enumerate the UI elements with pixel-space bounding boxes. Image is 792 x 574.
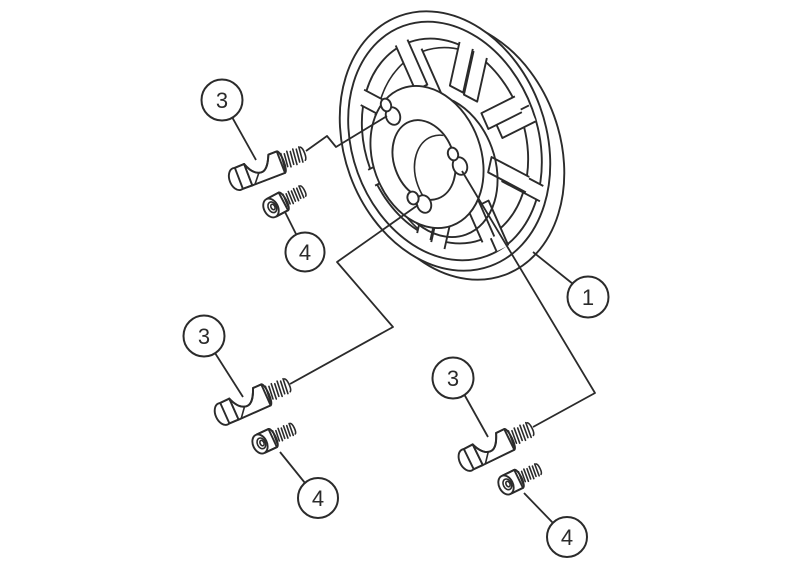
balloon-3-middle: 3 — [184, 316, 225, 357]
balloon-3-bottom: 3 — [433, 358, 474, 399]
socket-screw-top — [259, 180, 311, 222]
leader-clamp-middle-to-hole — [290, 205, 418, 384]
balloon-3-top-label: 3 — [216, 88, 228, 113]
leader-balloon-4-bottom — [524, 493, 553, 523]
bore-back-edge — [404, 126, 488, 224]
balloon-4-middle: 4 — [298, 478, 338, 518]
balloon-1-wheel: 1 — [568, 277, 609, 318]
leader-balloon-4-middle — [280, 452, 305, 483]
socket-screw-middle — [248, 417, 300, 457]
leader-balloon-1 — [533, 252, 573, 284]
rim-chamfer-edge — [316, 0, 574, 288]
leader-clamp-bottom-to-hole — [462, 171, 595, 427]
leader-balloon-3-top — [232, 117, 256, 160]
balloon-4-bottom: 4 — [547, 517, 587, 557]
balloon-4-middle-label: 4 — [312, 486, 324, 511]
leader-balloon-4-top — [285, 212, 296, 234]
clamp-pin-top — [224, 141, 310, 194]
leader-balloon-3-middle — [215, 353, 243, 397]
leader-clamp-top-to-hole — [306, 116, 387, 151]
balloon-3-top: 3 — [202, 80, 243, 121]
leader-balloon-3-bottom — [464, 394, 488, 437]
handwheel — [305, 0, 600, 313]
socket-screw-bottom — [494, 458, 546, 499]
balloon-4-top: 4 — [286, 233, 325, 272]
balloon-3-bottom-label: 3 — [447, 366, 459, 391]
clamp-pin-middle — [210, 373, 295, 429]
clamp-hole-top — [379, 97, 403, 127]
balloon-1-label: 1 — [582, 285, 594, 310]
clamp-hole-right — [446, 146, 470, 177]
clamp-hole-bottom — [406, 190, 434, 215]
balloon-4-top-label: 4 — [299, 240, 311, 265]
balloon-3-middle-label: 3 — [198, 324, 210, 349]
balloon-4-bottom-label: 4 — [561, 525, 573, 550]
clamp-pin-bottom — [454, 416, 539, 475]
